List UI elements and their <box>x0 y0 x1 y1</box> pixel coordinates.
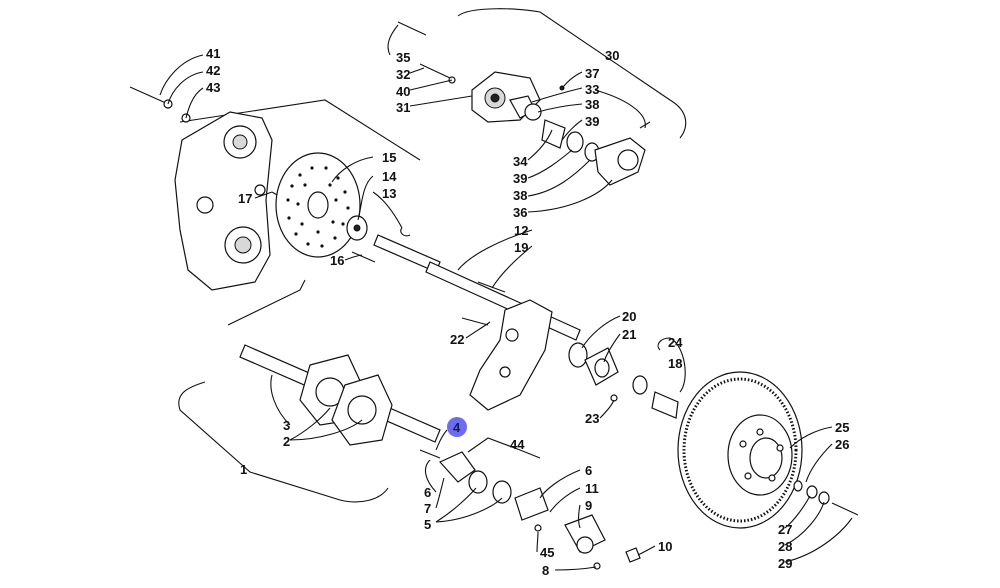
callout-24: 24 <box>668 335 683 350</box>
callout-17: 17 <box>238 191 252 206</box>
callout-12: 12 <box>514 223 528 238</box>
callout-43: 43 <box>206 80 220 95</box>
leader-lines <box>159 24 853 571</box>
callout-33: 33 <box>585 82 599 97</box>
callout-31: 31 <box>396 100 410 115</box>
callout-30: 30 <box>605 48 619 63</box>
callout-4-highlight <box>447 417 467 437</box>
callout-22: 22 <box>450 332 464 347</box>
callout-32: 32 <box>396 67 410 82</box>
callout-26: 26 <box>835 437 849 452</box>
group-bracket-mid <box>227 279 306 326</box>
driven-pulley <box>677 371 859 529</box>
callout-42: 42 <box>206 63 220 78</box>
brake-caliper-assembly <box>397 21 651 186</box>
callout-2: 2 <box>283 434 290 449</box>
axle-bearing-group <box>439 451 641 570</box>
callout-3: 3 <box>283 418 290 433</box>
callout-15: 15 <box>382 150 396 165</box>
callout-4: 4 <box>453 420 461 435</box>
callout-11: 11 <box>585 481 599 496</box>
callout-6b: 6 <box>585 463 592 478</box>
callout-18: 18 <box>668 356 682 371</box>
callout-14: 14 <box>382 169 397 184</box>
callout-25: 25 <box>835 420 849 435</box>
bearing-plate <box>469 299 553 411</box>
callout-labels: 41 42 43 35 32 40 31 30 37 33 38 39 34 3… <box>206 46 849 578</box>
jackshaft-bearings <box>568 342 679 419</box>
callout-40: 40 <box>396 84 410 99</box>
callout-34: 34 <box>513 154 528 169</box>
callout-16: 16 <box>330 253 344 268</box>
callout-36: 36 <box>513 205 527 220</box>
callout-39b: 39 <box>513 171 527 186</box>
callout-10: 10 <box>658 539 672 554</box>
callout-39: 39 <box>585 114 599 129</box>
gearcase-housing <box>129 86 283 291</box>
callout-7: 7 <box>424 501 431 516</box>
callout-27: 27 <box>778 522 792 537</box>
callout-1: 1 <box>240 462 247 477</box>
callout-5: 5 <box>424 517 431 532</box>
callout-45: 45 <box>540 545 554 560</box>
callout-9: 9 <box>585 498 592 513</box>
callout-8: 8 <box>542 563 549 578</box>
callout-41: 41 <box>206 46 220 61</box>
callout-29: 29 <box>778 556 792 571</box>
callout-6: 6 <box>424 485 431 500</box>
callout-37: 37 <box>585 66 599 81</box>
callout-38b: 38 <box>513 188 527 203</box>
callout-21: 21 <box>622 327 636 342</box>
callout-19: 19 <box>514 240 528 255</box>
group-bracket-44 <box>467 437 541 459</box>
brake-disc <box>275 152 411 263</box>
callout-44: 44 <box>510 437 525 452</box>
callout-23: 23 <box>585 411 599 426</box>
callout-35: 35 <box>396 50 410 65</box>
callout-28: 28 <box>778 539 792 554</box>
callout-13: 13 <box>382 186 396 201</box>
callout-38: 38 <box>585 97 599 112</box>
group-bracket-1 <box>178 381 389 503</box>
group-bracket-18 <box>657 337 686 393</box>
callout-20: 20 <box>622 309 636 324</box>
group-bracket-30 <box>457 8 687 139</box>
drive-axle <box>239 344 441 459</box>
